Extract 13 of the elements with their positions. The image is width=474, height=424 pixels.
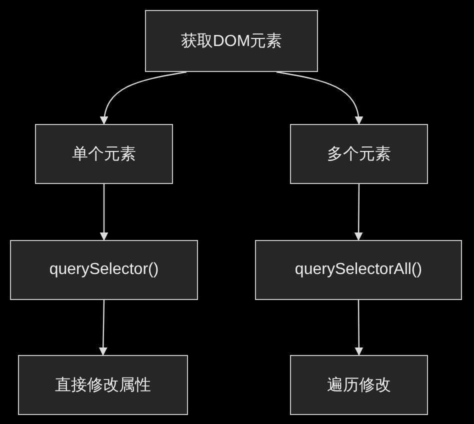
arrow <box>276 71 363 125</box>
process-box: querySelectorAll() <box>255 240 462 300</box>
process-box: 单个元素 <box>35 124 173 184</box>
arrow <box>354 184 363 241</box>
arrow <box>98 300 108 356</box>
process-box: querySelector() <box>10 240 198 300</box>
process-box: 直接修改属性 <box>18 355 188 415</box>
arrow <box>100 71 187 125</box>
arrow <box>354 300 364 356</box>
arrow <box>100 184 108 241</box>
process-box: 多个元素 <box>290 124 428 184</box>
process-box: 遍历修改 <box>290 355 428 415</box>
process-box: 获取DOM元素 <box>145 10 318 72</box>
